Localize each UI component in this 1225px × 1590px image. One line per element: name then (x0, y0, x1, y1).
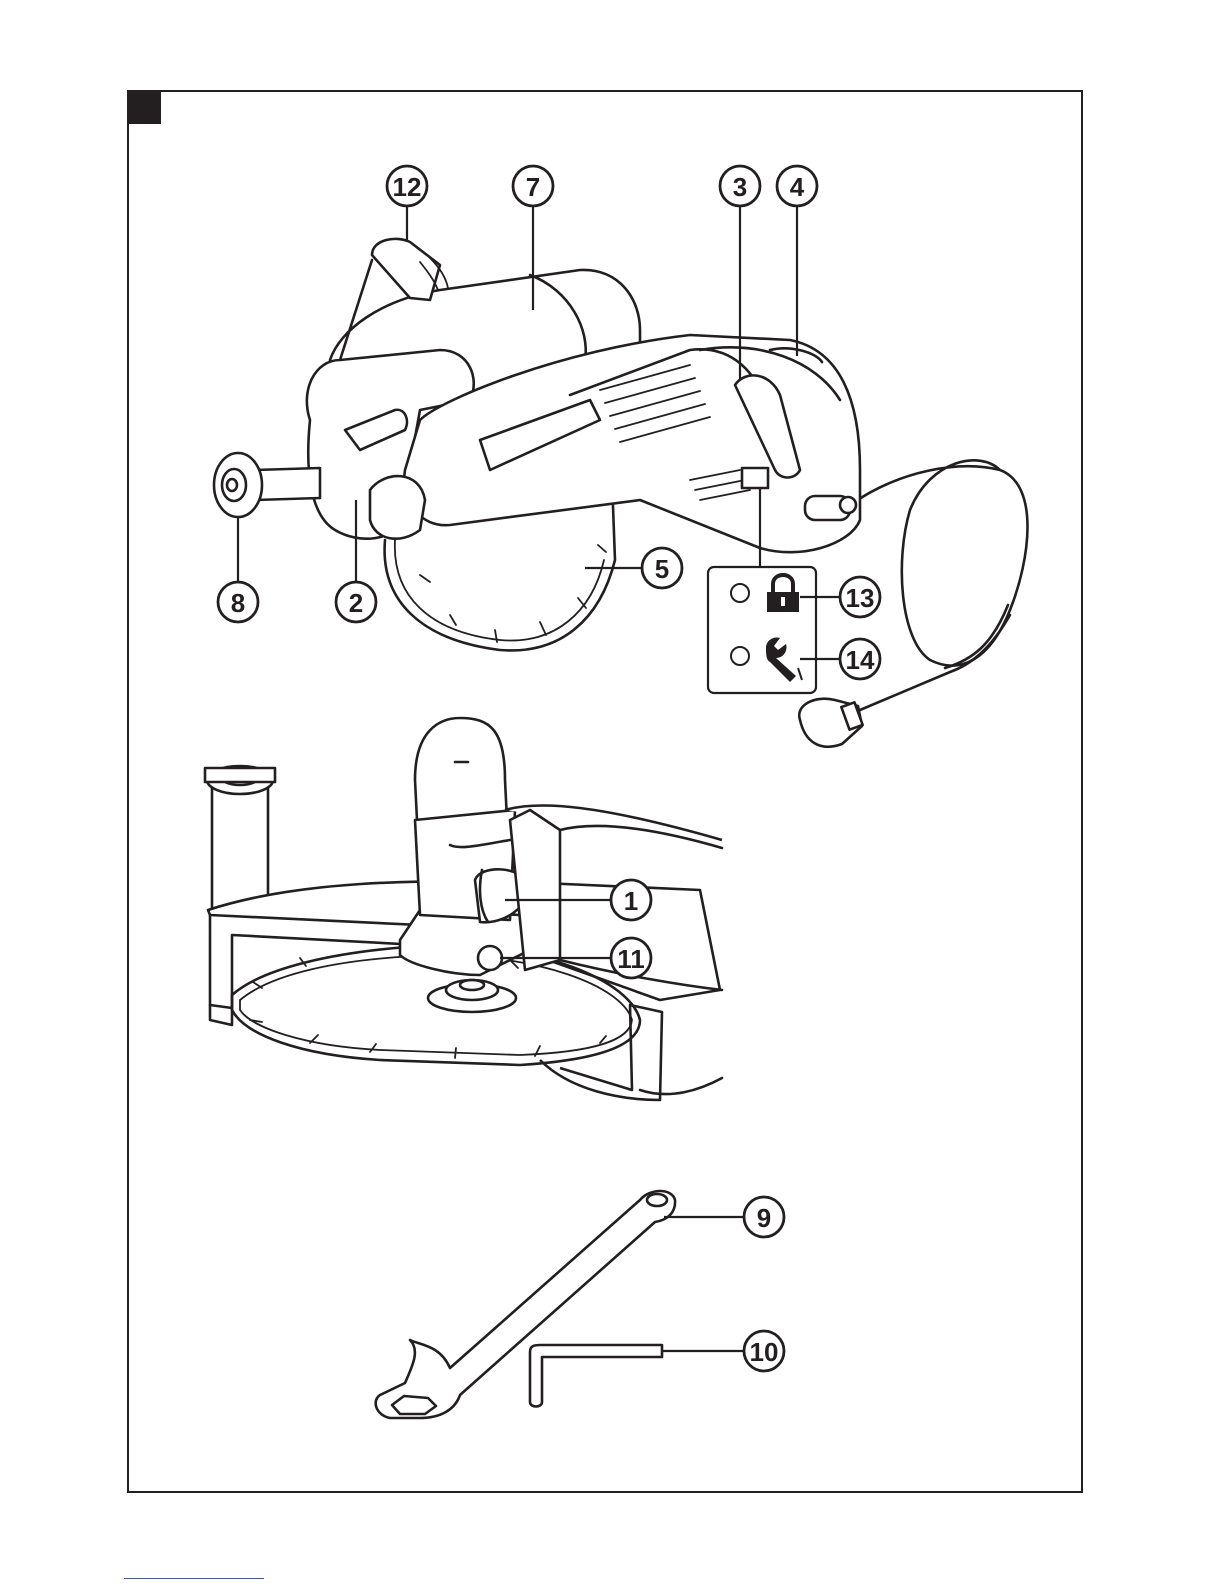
footer-link-underline (124, 1578, 264, 1579)
svg-text:11: 11 (617, 944, 645, 974)
callout-3: 3 (720, 166, 760, 206)
svg-text:1: 1 (624, 886, 638, 916)
callout-8: 8 (218, 582, 258, 622)
page-marker-square (129, 92, 161, 124)
callout-5: 5 (642, 548, 682, 588)
callout-4: 4 (777, 166, 817, 206)
svg-text:8: 8 (231, 588, 245, 618)
svg-text:5: 5 (655, 554, 669, 584)
svg-text:9: 9 (757, 1203, 771, 1233)
lock-indicator-led (731, 584, 749, 602)
svg-text:14: 14 (846, 645, 875, 675)
callout-9: 9 (744, 1197, 784, 1237)
svg-text:7: 7 (526, 172, 540, 202)
svg-text:3: 3 (733, 172, 747, 202)
svg-text:13: 13 (846, 583, 875, 613)
svg-text:4: 4 (790, 172, 805, 202)
callout-13: 13 (840, 577, 880, 617)
svg-text:10: 10 (750, 1337, 779, 1367)
callout-7: 7 (513, 166, 553, 206)
tool-side-view (214, 239, 1028, 747)
accessories (376, 1191, 675, 1418)
callout-2: 2 (336, 582, 376, 622)
service-indicator-led (731, 647, 749, 665)
svg-text:2: 2 (349, 588, 363, 618)
callout-10: 10 (744, 1331, 784, 1371)
svg-text:12: 12 (393, 172, 422, 202)
callout-14: 14 (840, 639, 880, 679)
callout-11: 11 (611, 938, 651, 978)
callout-1: 1 (611, 880, 651, 920)
callout-12: 12 (387, 166, 427, 206)
